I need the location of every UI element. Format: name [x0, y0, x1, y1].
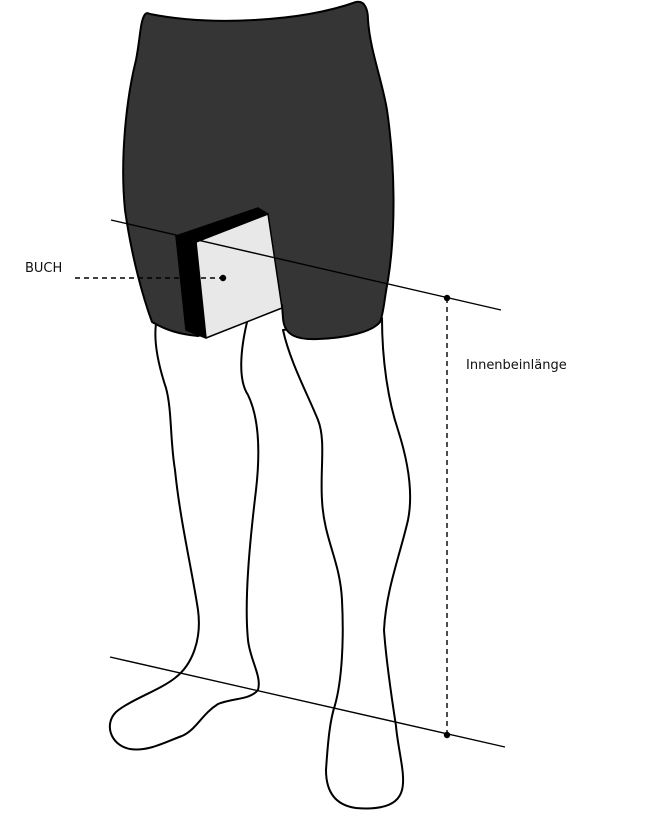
inseam-top-dot	[443, 294, 451, 302]
floor-reference-line	[109, 656, 506, 748]
inseam-bottom-dot	[443, 731, 451, 739]
right-leg	[108, 317, 260, 751]
book-label: BUCH	[25, 261, 63, 276]
inseam-label: Innenbeinlänge	[466, 358, 567, 373]
measurement-lines	[75, 219, 506, 748]
book-center-dot	[219, 274, 227, 282]
legs	[108, 317, 412, 810]
top-reference-line	[110, 219, 502, 311]
left-leg	[282, 317, 412, 810]
